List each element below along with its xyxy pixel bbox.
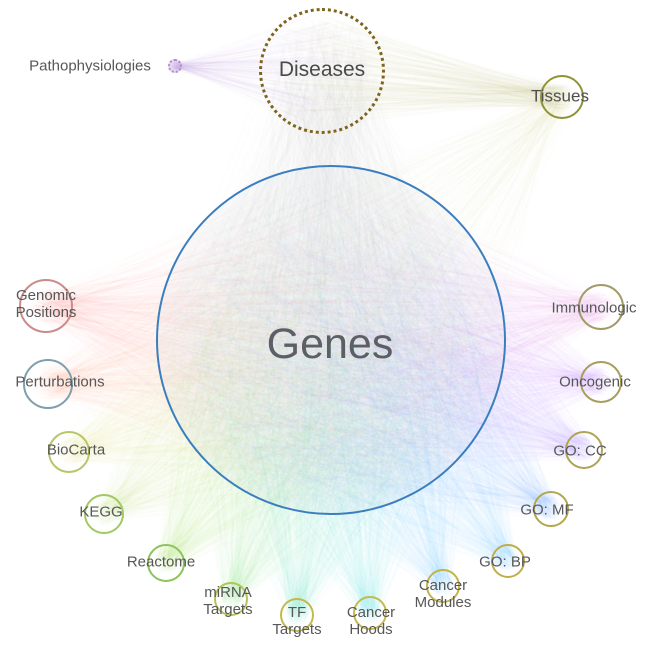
node-oncogenic[interactable] [580, 361, 622, 403]
node-genes[interactable] [156, 165, 506, 515]
node-biocarta[interactable] [48, 431, 90, 473]
node-cancer-hoods[interactable] [353, 596, 387, 630]
node-go-cc[interactable] [565, 431, 603, 469]
node-go-bp[interactable] [491, 544, 525, 578]
node-tissues[interactable] [540, 75, 584, 119]
node-tf-targets[interactable] [280, 598, 314, 632]
node-mirna-targets[interactable] [214, 582, 248, 616]
node-go-mf[interactable] [533, 491, 569, 527]
node-genomic-positions[interactable] [19, 279, 73, 333]
node-cancer-modules[interactable] [426, 569, 460, 603]
node-perturbations[interactable] [23, 359, 73, 409]
node-reactome[interactable] [147, 544, 185, 582]
node-immunologic[interactable] [578, 284, 624, 330]
node-kegg[interactable] [84, 494, 124, 534]
node-diseases[interactable] [259, 8, 385, 134]
node-pathophysiologies[interactable] [168, 59, 182, 73]
